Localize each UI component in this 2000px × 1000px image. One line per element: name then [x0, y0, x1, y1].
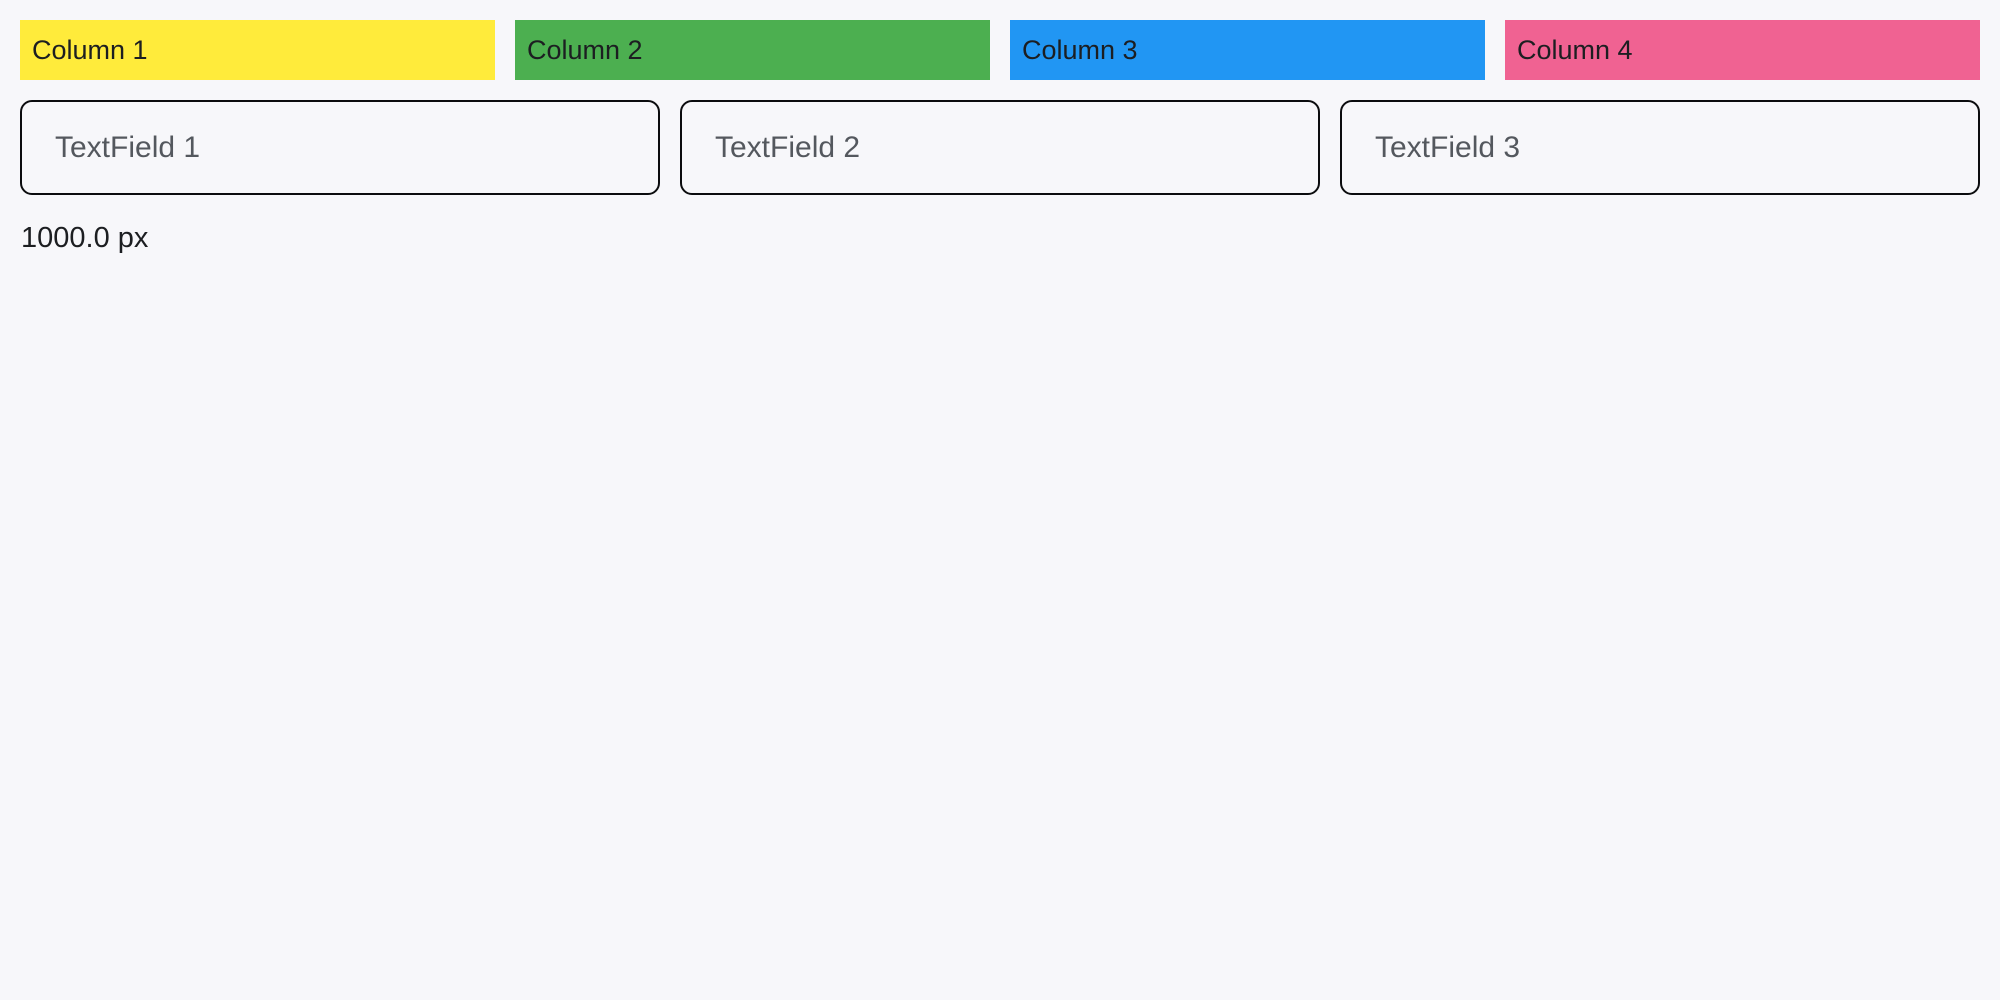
text-field-3[interactable] — [1340, 100, 1980, 195]
text-field-1[interactable] — [20, 100, 660, 195]
columns-row: Column 1 Column 2 Column 3 Column 4 — [20, 20, 1980, 80]
column-header-4: Column 4 — [1505, 20, 1980, 80]
column-header-1: Column 1 — [20, 20, 495, 80]
column-header-3: Column 3 — [1010, 20, 1485, 80]
fields-row — [20, 100, 1980, 195]
column-header-2: Column 2 — [515, 20, 990, 80]
text-field-2[interactable] — [680, 100, 1320, 195]
width-readout-label: 1000.0 px — [21, 222, 149, 254]
